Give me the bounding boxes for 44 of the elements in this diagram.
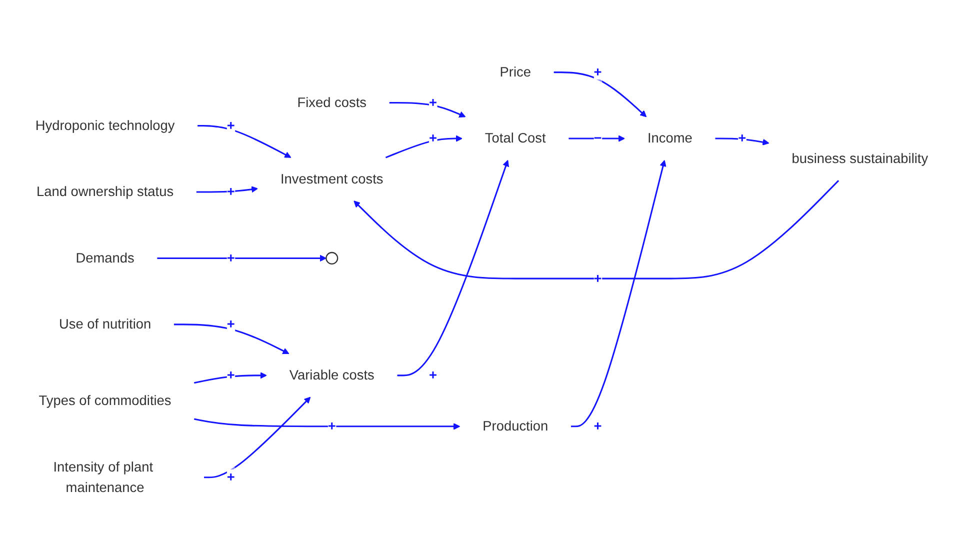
edge-label: + bbox=[226, 184, 235, 200]
edge-label: + bbox=[594, 64, 602, 80]
edge-label: + bbox=[226, 250, 235, 266]
edge-label: + bbox=[226, 367, 235, 383]
node-text: Types of commodities bbox=[38, 392, 172, 408]
edge-label: + bbox=[594, 270, 602, 286]
arrow bbox=[570, 160, 666, 428]
node-text: Income bbox=[647, 130, 692, 146]
arrow bbox=[354, 180, 840, 280]
arrow bbox=[397, 160, 510, 376]
node-text: Hydroponic technology bbox=[35, 118, 175, 134]
edge-label: + bbox=[428, 367, 437, 383]
node-text: Fixed costs bbox=[297, 94, 367, 110]
node-text: Price bbox=[500, 64, 531, 80]
node-circle bbox=[326, 252, 338, 264]
node-text: business sustainability bbox=[792, 150, 928, 166]
node-text: Demands bbox=[76, 250, 134, 266]
edge-label: + bbox=[226, 118, 235, 134]
arrow bbox=[194, 418, 460, 430]
node-text: Total Cost bbox=[484, 130, 546, 146]
arrow bbox=[204, 396, 311, 478]
arrow bbox=[196, 186, 258, 193]
node-text: Variable costs bbox=[289, 367, 374, 383]
node-text: Production bbox=[482, 418, 548, 434]
edge-label: + bbox=[226, 316, 235, 332]
arrow bbox=[198, 125, 292, 158]
arrow bbox=[715, 138, 770, 146]
edge-label: − bbox=[594, 130, 602, 146]
node-text: Investment costs bbox=[280, 171, 384, 186]
arrow bbox=[554, 72, 647, 118]
edge-label: + bbox=[428, 130, 437, 146]
edge-label: + bbox=[738, 130, 746, 146]
arrow bbox=[194, 372, 267, 384]
node-text: Use of nutrition bbox=[58, 316, 152, 332]
arrow bbox=[385, 135, 462, 158]
arrow bbox=[174, 324, 290, 354]
edge-label: + bbox=[594, 418, 602, 434]
node-text: Land ownership status bbox=[36, 184, 174, 200]
edge-label: + bbox=[328, 418, 336, 434]
node-text: Intensity of plant maintenance bbox=[53, 459, 154, 495]
edge-label: + bbox=[428, 94, 437, 110]
arrow bbox=[157, 254, 326, 262]
arrow bbox=[389, 102, 466, 118]
edge-label: + bbox=[226, 469, 235, 485]
